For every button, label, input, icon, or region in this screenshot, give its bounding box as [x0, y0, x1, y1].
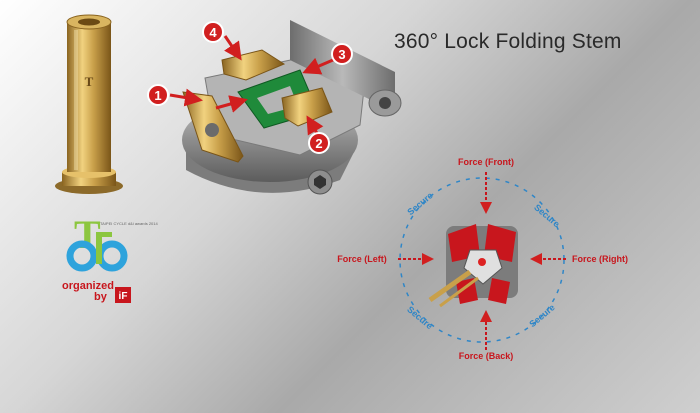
svg-text:1: 1	[154, 88, 161, 103]
secure-label-bottom-left: Secure	[405, 304, 434, 331]
force-front-label: Force (Front)	[458, 157, 514, 167]
if-logo-icon	[115, 287, 131, 303]
award-small-caption: TAIPEI CYCLE d&i awards 2014	[100, 221, 159, 226]
force-diagram: Force (Front) Force (Back) Force (Left) …	[337, 157, 628, 361]
callout-4: 4	[202, 21, 224, 43]
force-back-label: Force (Back)	[459, 351, 514, 361]
secure-label-top-left: Secure	[405, 190, 434, 217]
stem-clamp-illustration	[169, 20, 402, 195]
svg-text:2: 2	[315, 136, 322, 151]
page-title: 360° Lock Folding Stem	[394, 30, 622, 53]
engraved-logo-icon: T	[85, 74, 94, 89]
gold-stem-tube: T	[55, 14, 123, 194]
callout-1: 1	[147, 84, 169, 106]
award-logo: T TAIPEI CYCLE d&i awards 2014 organized…	[62, 212, 159, 303]
award-by-text: by	[94, 291, 108, 303]
callout-2: 2	[308, 132, 330, 154]
svg-text:3: 3	[338, 47, 345, 62]
award-organized-text: organized	[62, 280, 114, 292]
force-left-label: Force (Left)	[337, 254, 387, 264]
clamp-top-view	[428, 224, 518, 308]
secure-label-top-right: Secure	[532, 202, 561, 229]
callout-3: 3	[331, 43, 353, 65]
svg-text:4: 4	[209, 25, 217, 40]
force-right-label: Force (Right)	[572, 254, 628, 264]
secure-label-bottom-right: Secure	[527, 302, 556, 329]
svg-text:iF: iF	[119, 291, 128, 302]
